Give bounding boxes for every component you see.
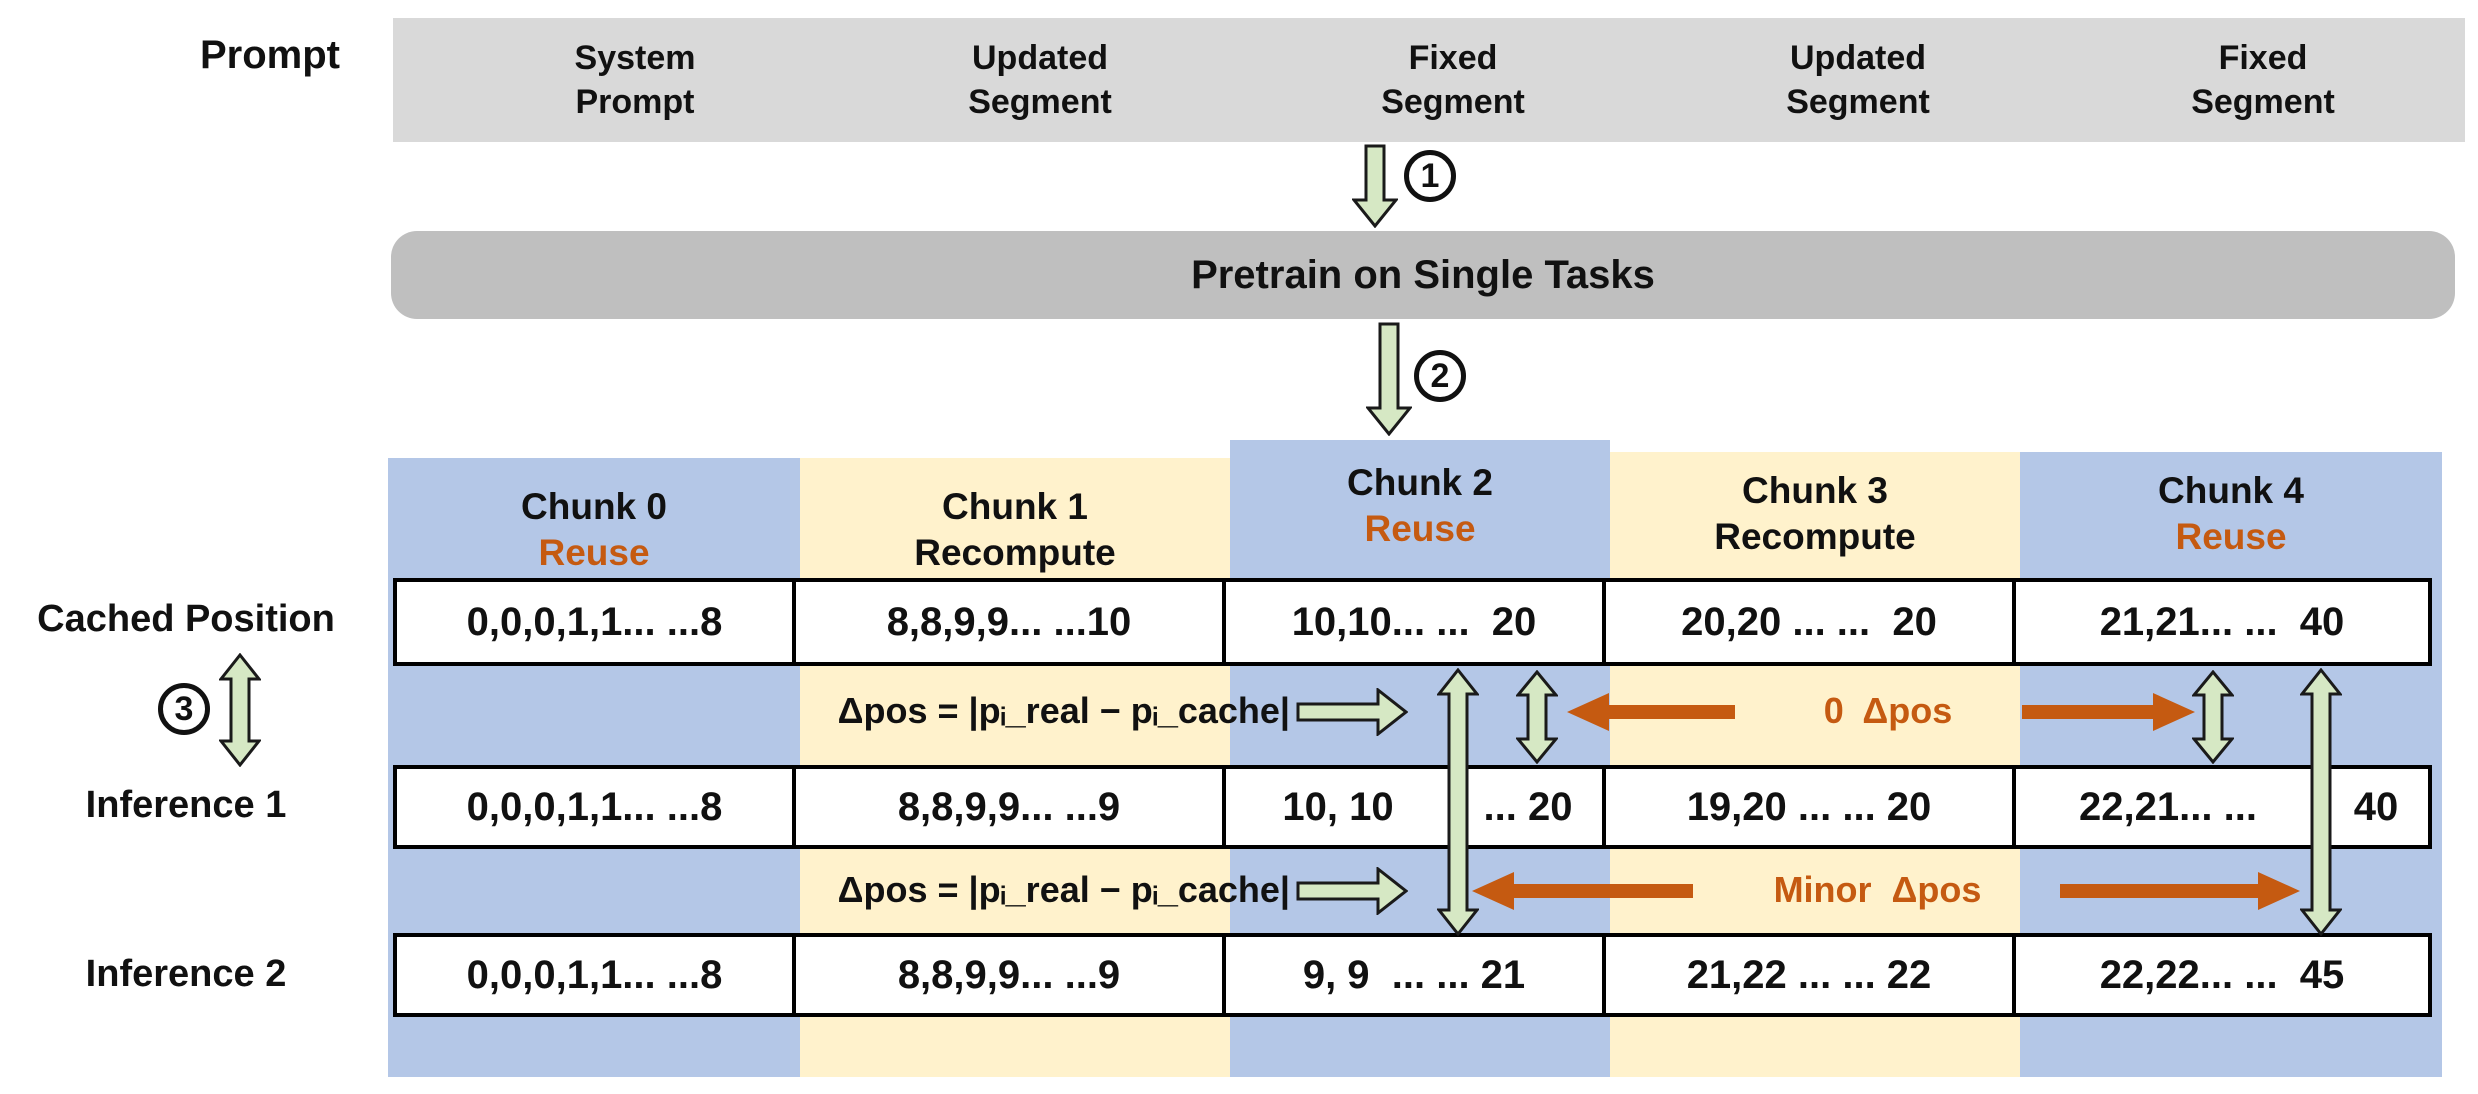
cell-inf1-chunk2-right: ... 20 <box>1454 769 1606 845</box>
step-1-badge: 1 <box>1404 150 1456 202</box>
double-arrow-icon-step3 <box>219 653 261 767</box>
pretrain-bar: Pretrain on Single Tasks <box>391 231 2455 319</box>
orange-left-arrow-icon-minor <box>1470 869 1695 913</box>
row-cached-position: 0,0,0,1,1... ...8 8,8,9,9... ...10 10,10… <box>393 578 2432 666</box>
prompt-segment-system: System Prompt <box>574 38 696 121</box>
cell-inf2-chunk0: 0,0,0,1,1... ...8 <box>397 937 796 1013</box>
chunk-mode: Reuse <box>538 532 650 574</box>
cell-inf2-chunk1: 8,8,9,9... ...9 <box>796 937 1226 1013</box>
right-arrow-icon-formula2 <box>1296 867 1408 915</box>
prompt-segment-fixed-1: Fixed Segment <box>1381 38 1525 121</box>
orange-right-arrow-icon-minor <box>2058 869 2302 913</box>
chunk-mode: Recompute <box>914 532 1116 574</box>
row-label-cached-position: Cached Position <box>37 598 335 640</box>
chunk-mode: Recompute <box>1714 516 1916 558</box>
chunk-mode: Reuse <box>2175 516 2287 558</box>
prompt-bar: System Prompt Updated Segment Fixed Segm… <box>393 18 2465 142</box>
step-2-badge: 2 <box>1414 350 1466 402</box>
zero-dpos-label: 0 Δpos <box>1823 690 1953 731</box>
delta-pos-formula-2: Δpos = |pᵢ_real − pᵢ_cache| <box>837 869 1290 910</box>
double-arrow-icon-chunk2-tall <box>1437 668 1479 936</box>
cell-inf1-chunk1: 8,8,9,9... ...9 <box>796 769 1226 845</box>
right-arrow-icon-formula1 <box>1296 688 1408 736</box>
chunk-title: Chunk 4 <box>2158 470 2304 511</box>
row-inference-1: 0,0,0,1,1... ...8 8,8,9,9... ...9 10, 10… <box>393 765 2432 849</box>
double-arrow-icon-chunk2-short <box>1516 670 1558 764</box>
down-arrow-icon-step1 <box>1352 144 1398 228</box>
chunk-title: Chunk 3 <box>1742 470 1888 511</box>
cell-cached-chunk2: 10,10... ... 20 <box>1226 582 1606 662</box>
chunk-title: Chunk 1 <box>942 486 1088 527</box>
double-arrow-icon-chunk4-tall <box>2300 668 2342 936</box>
cell-inf1-chunk0: 0,0,0,1,1... ...8 <box>397 769 796 845</box>
prompt-label: Prompt <box>200 33 340 77</box>
cell-cached-chunk1: 8,8,9,9... ...10 <box>796 582 1226 662</box>
cell-inf2-chunk4: 22,22... ... 45 <box>2016 937 2428 1013</box>
cell-cached-chunk4: 21,21... ... 40 <box>2016 582 2428 662</box>
cell-inf1-chunk2-left: 10, 10 <box>1226 769 1454 845</box>
delta-pos-formula-1: Δpos = |pᵢ_real − pᵢ_cache| <box>837 690 1290 731</box>
cell-cached-chunk3: 20,20 ... ... 20 <box>1606 582 2016 662</box>
cell-inf1-chunk3: 19,20 ... ... 20 <box>1606 769 2016 845</box>
cell-inf1-chunk4-left: 22,21... ... <box>2016 769 2324 845</box>
chunk-title: Chunk 2 <box>1347 462 1493 503</box>
minor-dpos-label: Minor Δpos <box>1773 869 1982 910</box>
double-arrow-icon-chunk4-short <box>2192 670 2234 764</box>
cell-inf1-chunk4-right: 40 <box>2324 769 2428 845</box>
prompt-segment-fixed-2: Fixed Segment <box>2191 38 2335 121</box>
cell-inf2-chunk2: 9, 9 ... ... 21 <box>1226 937 1606 1013</box>
orange-right-arrow-icon-zero <box>2020 690 2197 734</box>
cell-cached-chunk0: 0,0,0,1,1... ...8 <box>397 582 796 662</box>
orange-left-arrow-icon-zero <box>1565 690 1737 734</box>
prompt-segment-updated-1: Updated Segment <box>968 38 1112 121</box>
prompt-segment-updated-2: Updated Segment <box>1786 38 1930 121</box>
row-label-inference-1: Inference 1 <box>85 784 287 826</box>
cell-inf2-chunk3: 21,22 ... ... 22 <box>1606 937 2016 1013</box>
step-3-badge: 3 <box>158 683 210 735</box>
row-label-inference-2: Inference 2 <box>85 953 287 995</box>
down-arrow-icon-step2 <box>1366 322 1412 436</box>
row-inference-2: 0,0,0,1,1... ...8 8,8,9,9... ...9 9, 9 .… <box>393 933 2432 1017</box>
chunk-mode: Reuse <box>1364 508 1476 550</box>
chunk-title: Chunk 0 <box>521 486 667 527</box>
